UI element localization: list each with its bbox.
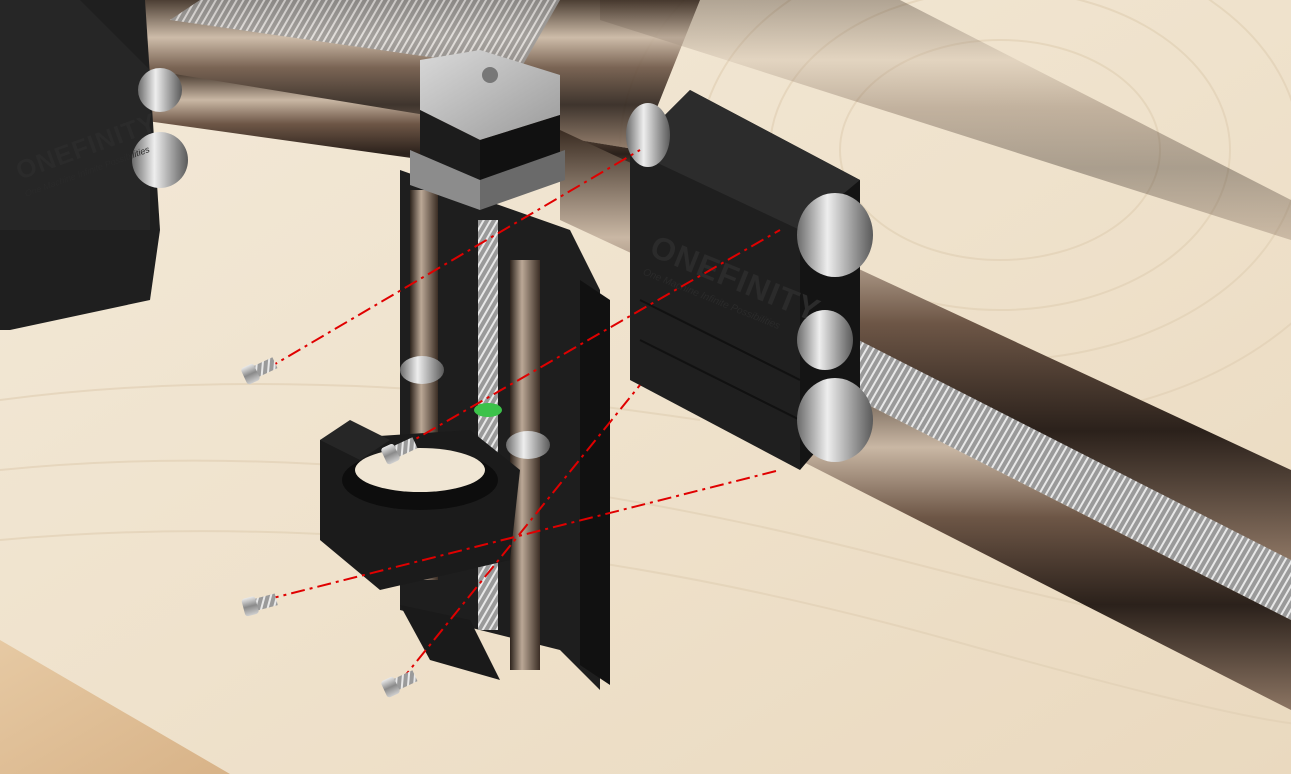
ball-nut-ring — [474, 403, 502, 417]
assembly-guide-lines — [264, 149, 781, 683]
stepper-motor — [410, 50, 565, 210]
wood-table-edge — [0, 640, 230, 774]
socket-head-screw-icon — [241, 593, 278, 617]
right-carriage-block: ONEFINITY One Machine Infinite Possibili… — [626, 90, 873, 470]
carriage-bearings — [626, 103, 873, 462]
z-ball-screw — [478, 220, 498, 630]
socket-head-screw-icon — [381, 437, 418, 465]
z-linear-rod-right — [510, 260, 540, 670]
z-axis-assembly — [320, 50, 610, 690]
left-carriage-block: ONEFINITY One Machine Infinite Possibili… — [0, 0, 188, 330]
spindle-mount — [320, 420, 520, 590]
socket-head-screw-icon — [241, 357, 278, 385]
socket-head-screw-icon — [381, 670, 418, 698]
